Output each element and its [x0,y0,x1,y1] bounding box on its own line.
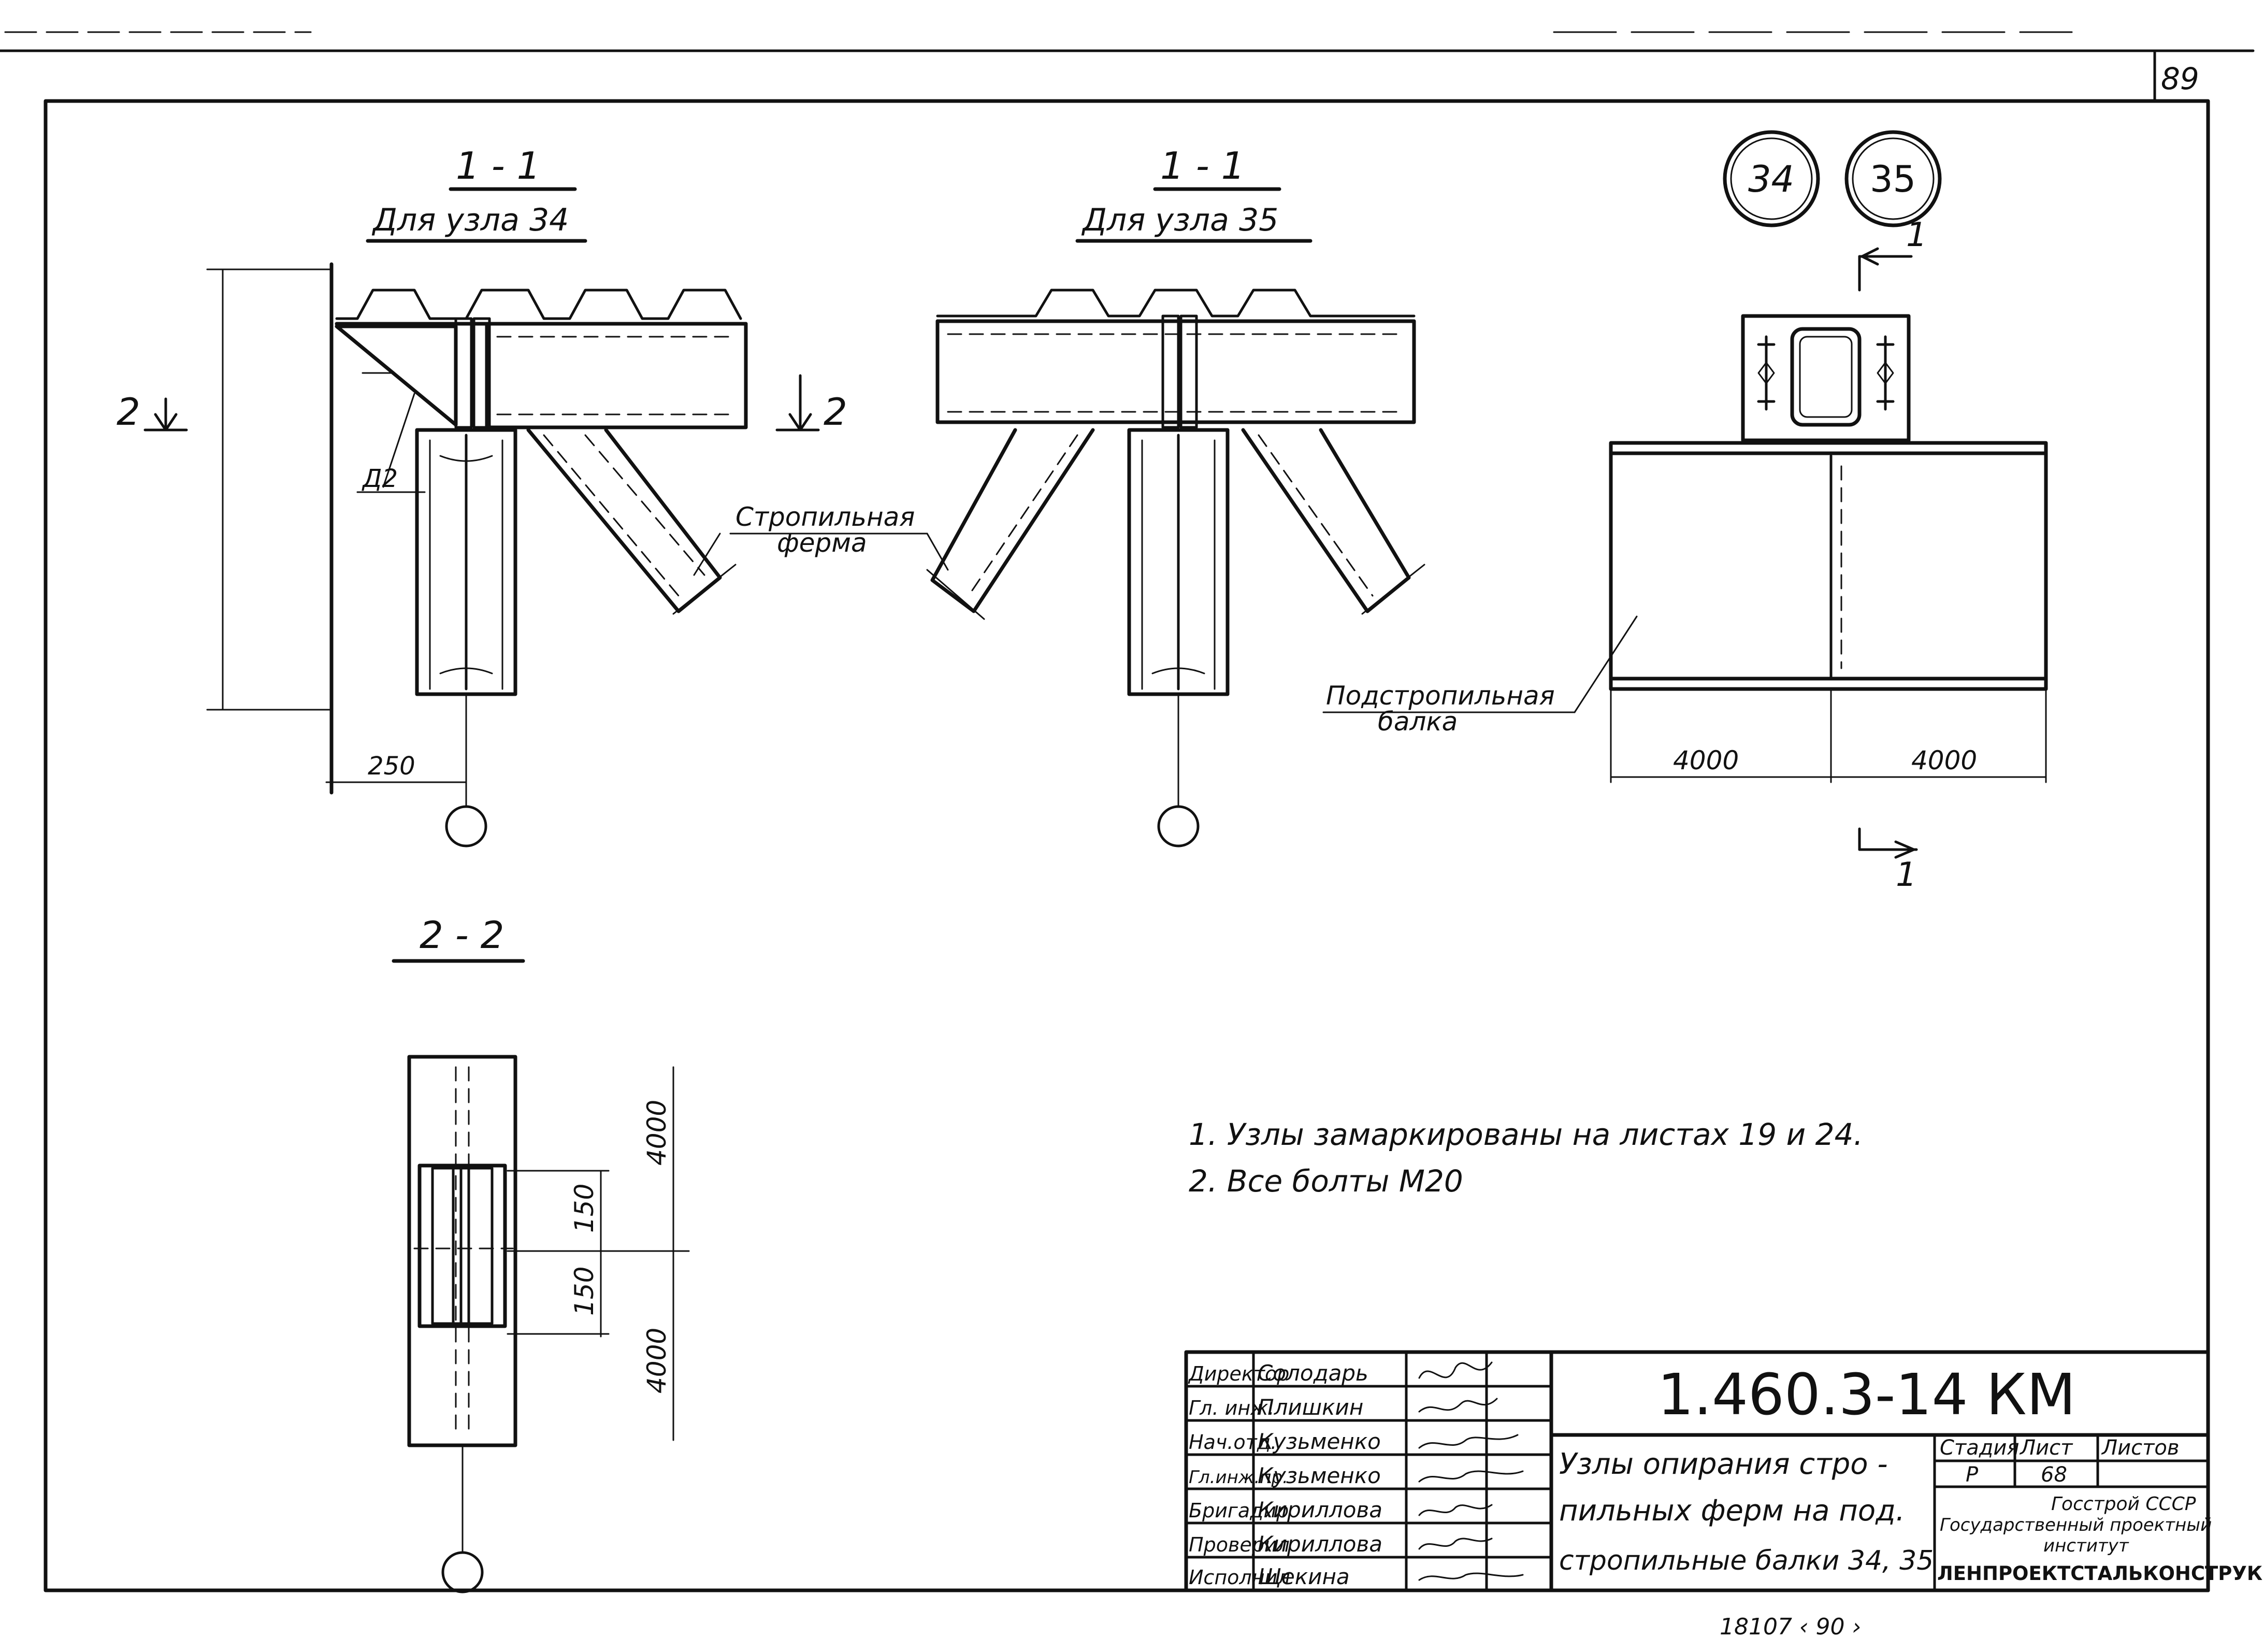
header-stage: Стадия [1940,1436,2019,1460]
node-mark-34: 34 [1748,158,1794,200]
staff-role: Гл.инж.пр. [1189,1467,1288,1488]
section-1-1-node34: 1 - 1 Для узла 34 [117,144,748,847]
beam-callout: Подстропильная балка [1322,615,1638,737]
dim-2-2-150a: 150 [569,1184,599,1233]
cut-mark-2-left: 2 [117,390,140,434]
value-sheet: 68 [2041,1463,2067,1487]
elev-dim-right: 4000 [1911,745,1977,775]
staff-role: Исполнил [1189,1566,1290,1589]
staff-name: Кириллова [1258,1531,1382,1557]
section-title: 1 - 1 [1160,144,1245,188]
staff-name: Щекина [1258,1564,1350,1589]
section-subtitle: Для узла 35 [1081,202,1278,238]
staff-role: Проверил [1189,1533,1290,1556]
staff-name: Солодарь [1258,1360,1368,1386]
section-subtitle: Для узла 34 [371,202,569,238]
bottom-note: 18107 ‹ 90 › [1720,1614,1861,1640]
header-sheet: Лист [2019,1436,2073,1460]
staff-role: Директор [1188,1362,1289,1385]
section-2-2: 2 - 2 4000 150 150 4000 [392,913,690,1593]
sheet-frame [44,99,2210,1592]
staff-name: Кузьменко [1258,1463,1381,1488]
signatures [1418,1361,1524,1581]
header-sheets: Листов [2101,1436,2179,1460]
truss-label-line1: Стропильная [736,502,915,532]
beam-label-line1: Подстропильная [1326,681,1555,711]
note-2: 2. Все болты М20 [1189,1163,1463,1199]
staff-name: Плишкин [1258,1395,1363,1420]
staff-name: Кириллова [1258,1497,1382,1522]
section-1-1-node35: 1 - 1 Для узла 35 2 [775,144,1425,847]
org-line-3: институт [2043,1535,2129,1556]
node-marks: 34 35 [1723,130,1942,227]
section-title: 2 - 2 [420,913,504,957]
staff-role: Бригадир [1189,1499,1289,1522]
org-line-4: ЛЕНПРОЕКТСТАЛЬКОНСТРУКЦИЯ [1937,1562,2264,1585]
page-number: 89 [2161,61,2199,96]
title-block: Директор Солодарь Гл. инж. Плишкин Нач.о… [1184,1350,2264,1592]
dim-2-2-150b: 150 [569,1267,599,1316]
truss-callout: Стропильная ферма [693,502,949,576]
top-edge-lines [0,31,2255,52]
staff-role: Нач.отд. [1189,1431,1277,1454]
title-line-3: стропильные балки 34, 35 [1559,1545,1934,1576]
label-d2: Д2 [362,464,398,493]
staff-name: Кузьменко [1258,1429,1381,1454]
value-stage: Р [1966,1463,1979,1487]
org-line-2: Государственный проектный [1940,1515,2212,1535]
doc-code: 1.460.3-14 КМ [1657,1361,2076,1428]
org-line-1: Госстрой СССР [2051,1493,2196,1515]
notes: 1. Узлы замаркированы на листах 19 и 24.… [1189,1117,1863,1199]
title-line-2: пильных ферм на под. [1559,1494,1905,1528]
note-1: 1. Узлы замаркированы на листах 19 и 24. [1189,1117,1863,1152]
dim-2-2-bottom: 4000 [642,1328,672,1394]
dim-2-2-top: 4000 [642,1100,672,1166]
elevation-view: 1 4000 4000 1 [1609,216,2048,894]
cut-mark-1-bottom: 1 [1896,856,1917,894]
cut-mark-1-top: 1 [1906,216,1927,254]
elev-dim-left: 4000 [1673,745,1739,775]
staff-role: Гл. инж. [1189,1397,1274,1419]
truss-label-line2: ферма [777,528,867,558]
beam-label-line2: балка [1378,707,1458,737]
dim-250: 250 [368,752,415,781]
section-title: 1 - 1 [456,144,540,188]
title-line-1: Узлы опирания стро - [1559,1447,1888,1481]
cut-mark-2-right: 2 [824,390,847,434]
node-mark-35: 35 [1870,158,1916,200]
